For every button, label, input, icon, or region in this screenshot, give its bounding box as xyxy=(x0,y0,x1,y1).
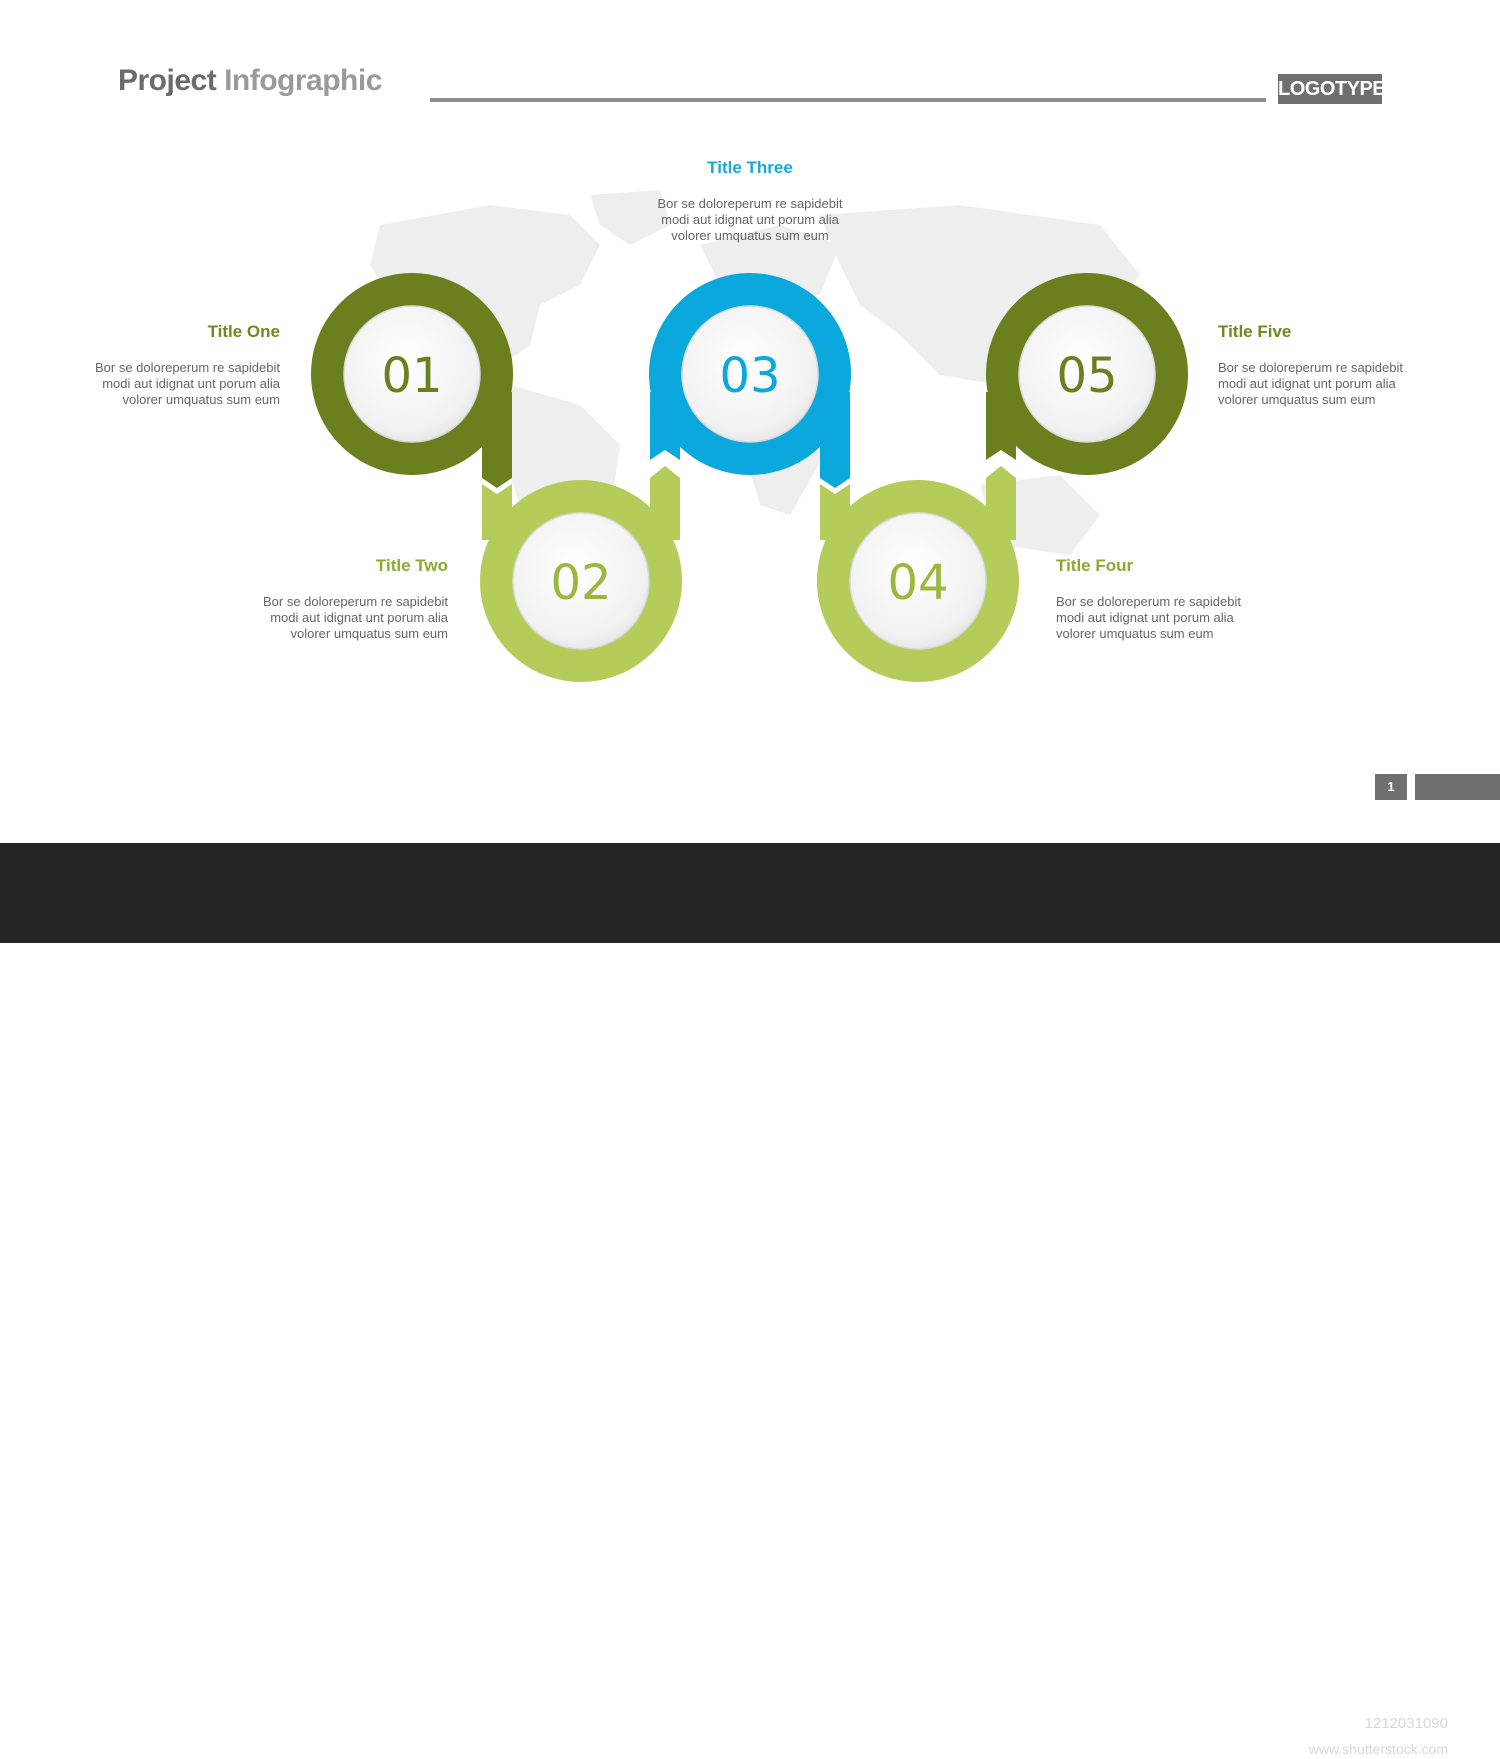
step-5-desc-line-3: volorer umquatus sum eum xyxy=(1218,392,1376,407)
step-4-desc-line-1: Bor se doloreperum re sapidebit xyxy=(1056,594,1241,609)
step-5-number: 05 xyxy=(1056,348,1117,404)
step-4-desc-line-2: modi aut idignat unt porum alia xyxy=(1056,610,1234,625)
step-5-circle: 05 xyxy=(986,273,1188,475)
step-3-number: 03 xyxy=(719,348,780,404)
step-4-number: 04 xyxy=(887,555,948,611)
step-3-circle: 03 xyxy=(649,273,851,475)
step-2-description: Bor se doloreperum re sapidebit modi aut… xyxy=(218,594,448,642)
page-title-part2: Infographic xyxy=(224,64,382,97)
site-url: www.shutterstock.com xyxy=(1308,1741,1448,1757)
step-2-inner xyxy=(512,512,650,650)
step-3-desc-line-3: volorer umquatus sum eum xyxy=(671,228,829,243)
step-3-desc-line-2: modi aut idignat unt porum alia xyxy=(661,212,839,227)
process-diagram: 01 02 03 04 05 xyxy=(311,273,1188,682)
footer: shutterstock IMAGE ID: 1212031090 www.sh… xyxy=(0,843,1500,1758)
step-5-description: Bor se doloreperum re sapidebit modi aut… xyxy=(1218,360,1448,408)
page-title: Project Infographic xyxy=(118,64,382,98)
page-title-part1: Project xyxy=(118,64,217,97)
step-1-desc-line-3: volorer umquatus sum eum xyxy=(122,392,280,407)
step-5-desc-line-2: modi aut idignat unt porum alia xyxy=(1218,376,1396,391)
image-id: IMAGE ID: 1212031090 xyxy=(1287,1715,1448,1732)
step-1-desc-line-1: Bor se doloreperum re sapidebit xyxy=(95,360,280,375)
step-4-description: Bor se doloreperum re sapidebit modi aut… xyxy=(1056,594,1286,642)
step-1-inner xyxy=(343,305,481,443)
shutterstock-logo: shutterstock xyxy=(52,1706,317,1758)
page-bar xyxy=(1415,774,1500,800)
step-2-number: 02 xyxy=(550,555,611,611)
step-5-inner xyxy=(1018,305,1156,443)
step-2-desc-line-2: modi aut idignat unt porum alia xyxy=(270,610,448,625)
step-5-desc-line-1: Bor se doloreperum re sapidebit xyxy=(1218,360,1403,375)
slide: Project Infographic LOGOTYPE xyxy=(0,0,1500,843)
step-4-title: Title Four xyxy=(1056,556,1134,575)
step-1-desc-line-2: modi aut idignat unt porum alia xyxy=(102,376,280,391)
step-2-circle: 02 xyxy=(480,480,682,682)
step-3-description: Bor se doloreperum re sapidebit modi aut… xyxy=(620,196,880,244)
step-2-desc-line-3: volorer umquatus sum eum xyxy=(290,626,448,641)
step-3-title: Title Three xyxy=(707,158,793,177)
image-id-label: IMAGE ID: xyxy=(1287,1715,1361,1732)
step-5-title: Title Five xyxy=(1218,322,1292,341)
logotype: LOGOTYPE xyxy=(1278,74,1386,104)
step-1-title: Title One xyxy=(207,322,280,341)
title-rule xyxy=(430,98,1266,102)
image-id-value: 1212031090 xyxy=(1364,1715,1448,1732)
step-1-number: 01 xyxy=(381,348,442,404)
step-4-inner xyxy=(849,512,987,650)
step-4-desc-line-3: volorer umquatus sum eum xyxy=(1056,626,1214,641)
step-2-desc-line-1: Bor se doloreperum re sapidebit xyxy=(263,594,448,609)
step-3-desc-line-1: Bor se doloreperum re sapidebit xyxy=(657,196,843,211)
step-1-circle: 01 xyxy=(311,273,513,475)
page-number: 1 xyxy=(1375,774,1407,800)
step-3-inner xyxy=(681,305,819,443)
step-1-description: Bor se doloreperum re sapidebit modi aut… xyxy=(50,360,280,408)
step-4-circle: 04 xyxy=(817,480,1019,682)
step-2-title: Title Two xyxy=(375,556,448,575)
